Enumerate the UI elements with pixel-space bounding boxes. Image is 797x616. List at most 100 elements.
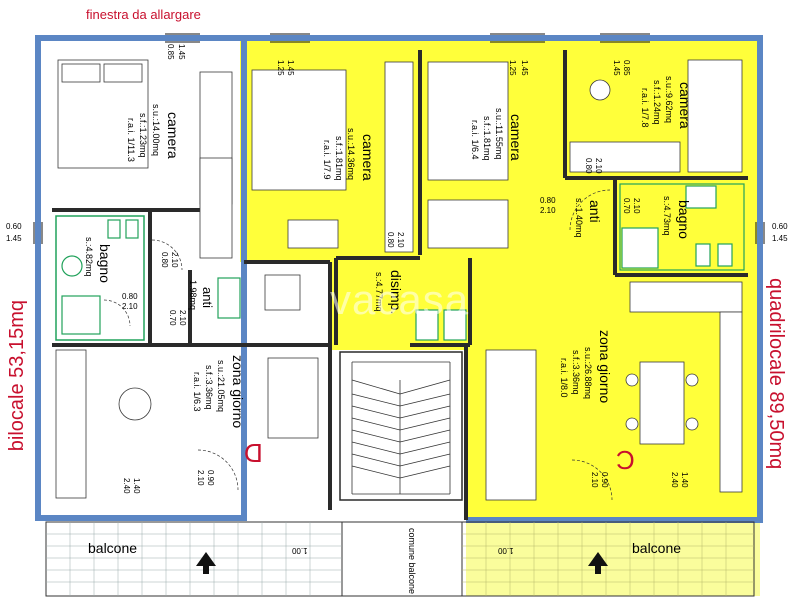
wardrobe [384,61,414,253]
room-name: bagno [676,200,692,239]
dining-table [639,361,685,445]
dim-label: 2.10 [396,232,405,248]
washer-icon [217,277,241,319]
dim-label: 2.10 [178,310,187,326]
room-su-r-camera2: s.u.:11.55mq [494,108,504,159]
room-sf: s.f.:1.81mq [334,136,344,181]
table [118,387,152,421]
boiler-icon [415,309,439,341]
room-name: zona giorno [230,355,246,429]
room-sf: s.f.:3.36mq [571,350,581,395]
dim-label: 1.25 [508,60,517,76]
dim-label: 1.40 [132,478,141,494]
room-name: camera [165,112,181,159]
dim-label: 1.45 [177,44,186,60]
room-su-r-camera1: s.u.:14.36mq [346,128,356,180]
room-su-r-zona: s.u.:26.88mq [583,347,593,399]
chair [625,417,639,431]
balcony-label-right: balcone [632,540,682,556]
left-balcony [45,521,343,597]
room-su: s.u.:11.55mq [494,108,504,160]
room-sf-left-zona: s.f.:3.36mq [204,365,214,410]
dim-label: 0.90 [206,470,215,486]
room-sf: s.f.:3.36mq [204,365,214,410]
dim-label: 1.45 [286,60,295,76]
room-rai: r.a.i. 1/11.3 [126,118,136,162]
room-su: 1.98mq [188,280,198,311]
left-unit-letter: D [244,438,263,468]
room-area-r-bagno: s.:4.73mq [662,196,672,236]
dim-label: 2.10 [196,470,205,486]
sink-icon [685,185,717,209]
bidet-icon [717,243,733,267]
room-label-r-camera3: camera [677,82,693,129]
toilet-icon [695,243,711,267]
room-sf-r-camera3: s.f.:1.24mq [652,80,662,125]
room-rai-left-zona: r.a.i. 1/6.3 [192,372,202,412]
bidet-icon [107,219,121,239]
dim-label: 0.85 [622,60,631,76]
common-balcony [341,521,463,597]
pillow [103,63,143,83]
room-rai: r.a.i. 1/6.4 [470,120,480,160]
room-name: camera [360,134,376,181]
room-su: s.u.:14.36mq [346,128,356,181]
dim-label: 1.45 [612,60,621,76]
right-unit-outline [244,35,763,523]
room-sf: s.f.:1.24mq [652,80,662,125]
dim-label: 1.00 [292,546,308,555]
balcony-label-common: comune balcone [407,528,417,595]
dim-label: 0.85 [166,44,175,60]
kitchen-counter [55,349,87,499]
shower [61,295,101,335]
chair [685,373,699,387]
room-name: anti [200,287,215,308]
room-su-r-camera3: s.u.:9.62mq [664,76,674,123]
room-name: bagno [97,244,113,283]
dim-label: 0.80 [122,292,138,301]
room-rai-r-camera3: r.a.i. 1/7.8 [640,88,650,128]
dim-label: 1.45 [772,234,788,243]
room-label-left-anti: anti [200,287,215,308]
room-area-left-anti: 1.98mq [188,280,198,310]
room-rai: r.a.i. 1/6.3 [192,372,202,412]
room-rai-left-camera: r.a.i. 1/11.3 [126,118,136,162]
dim-label: 0.80 [160,252,169,268]
watermark: vacasa [330,276,470,323]
room-area-left-bagno: s.:4.82mq [84,237,94,277]
room-su: s.u.:26.88mq [583,347,593,400]
room-rai: r.a.i. 1/8.0 [559,358,569,398]
room-sf-r-zona: s.f.:3.36mq [571,350,581,395]
room-su: s.u.:21.05mq [216,360,226,413]
room-su: s.:4.73mq [662,196,672,236]
room-name: anti [587,200,603,223]
stairwell [339,351,463,501]
kitchen-counter [719,311,743,493]
room-sf-r-camera2: s.f.:1.81mq [482,116,492,161]
dim-label: 1.25 [276,60,285,76]
dim-label: 2.40 [122,478,131,494]
bed [687,59,743,173]
left-partitions [52,208,332,510]
room-rai: r.a.i. 1/7.9 [322,140,332,180]
kitchen-counter [629,281,743,313]
balcony-label-left: balcone [88,540,138,556]
room-su: s.u.:9.62mq [664,76,674,124]
chair [589,79,611,101]
room-label-r-disimp: disimp. [388,270,404,314]
room-label-r-anti: anti [587,200,603,223]
room-label-r-camera1: camera [360,134,376,181]
armchair [264,274,301,311]
right-unit-letter: C [616,445,635,475]
room-su: s.:1.40mq [574,198,584,238]
dim-label: 0.90 [600,472,609,488]
dim-label: 0.70 [622,198,631,214]
left-unit-title: bilocale 53,15mq [6,300,28,452]
sofa [485,349,537,501]
toilet-icon [125,219,139,239]
room-rai-r-camera1: r.a.i. 1/7.9 [322,140,332,180]
room-name: camera [677,82,693,129]
room-sf: s.f.:1.81mq [482,116,492,161]
room-rai: r.a.i. 1/7.8 [640,88,650,128]
